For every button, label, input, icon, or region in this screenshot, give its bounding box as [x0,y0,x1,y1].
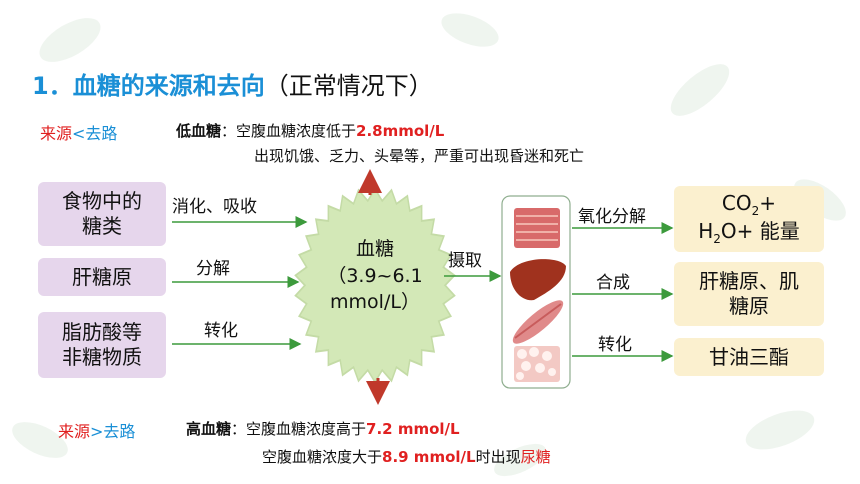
muscle-icon [512,300,564,344]
output-glycogen-line2: 糖原 [729,294,769,318]
center-unit: mmol/L） [330,291,420,314]
label-synthesize: 合成 [596,273,630,293]
low-sugar-value: 2.8mmol/L [356,122,445,140]
output-water-h: H [698,219,714,243]
legend-high-sink: 去路 [103,422,136,441]
legend-high-source: 来源 [58,422,91,441]
low-sugar-line1: 低血糖：空腹血糖浓度低于2.8mmol/L [176,120,444,141]
legend-source: 来源 [40,124,73,143]
label-oxidize: 氧化分解 [578,207,646,227]
label-uptake: 摄取 [448,251,482,271]
legend-high: 来源>去路 [58,418,135,442]
center-range: （3.9~6.1 [327,264,423,287]
source-food-line1: 食物中的 [62,189,142,213]
intestine-tissue-icon [514,208,560,248]
high-sugar-term: 高血糖 [186,420,232,438]
output-co2-sub: 2 [751,204,760,218]
output-co2: CO [721,191,752,215]
high-sugar-line1: 高血糖：空腹血糖浓度高于7.2 mmol/L [186,418,460,439]
high-sugar-prefix: ：空腹血糖浓度高于 [231,420,367,438]
adipose-tissue-icon [514,346,560,382]
legend-symbol: < [72,124,86,143]
output-triglyceride: 甘油三酯 [674,338,824,376]
blood-sugar-center: 血糖 （3.9~6.1 mmol/L） [290,236,460,316]
high-sugar-value: 7.2 mmol/L [366,420,460,438]
page-title: 1．血糖的来源和去向（正常情况下） [32,66,433,101]
label-digest-absorb: 消化、吸收 [172,197,257,217]
low-sugar-prefix: ：空腹血糖浓度低于 [221,122,357,140]
output-water-sub: 2 [713,232,721,246]
high-sugar-line2-end: 尿糖 [520,448,551,466]
output-co2-water-energy: CO2+ H2O+ 能量 [674,186,824,252]
output-glycogen-line1: 肝糖原、肌 [699,269,799,293]
output-co2-plus: + [759,191,777,215]
source-fatty-acids: 脂肪酸等非糖物质 [38,312,166,378]
label-convert-in: 转化 [204,321,238,341]
output-glycogen: 肝糖原、肌糖原 [674,262,824,326]
high-sugar-line2-prefix: 空腹血糖浓度大于 [262,448,383,466]
output-water-rest: O+ 能量 [720,219,800,243]
legend-low: 来源<去路 [40,120,117,144]
liver-icon [510,259,566,301]
source-liver-glycogen: 肝糖原 [38,258,166,296]
source-food-sugar: 食物中的糖类 [38,182,166,246]
low-sugar-term: 低血糖 [176,122,222,140]
low-sugar-line2: 出现饥饿、乏力、头晕等，严重可出现昏迷和死亡 [254,147,585,165]
source-food-line2: 糖类 [82,214,122,238]
legend-high-symbol: > [90,422,104,441]
high-sugar-line2-value: 8.9 mmol/L [382,448,476,466]
title-paren: （正常情况下） [264,72,433,100]
center-name: 血糖 [355,238,394,260]
title-main: 1．血糖的来源和去向 [32,72,265,100]
output-triglyceride-label: 甘油三酯 [709,344,789,369]
high-sugar-line2: 空腹血糖浓度大于8.9 mmol/L时出现尿糖 [262,446,551,467]
label-breakdown: 分解 [196,259,230,279]
source-fatty-line2: 非糖物质 [62,345,142,369]
high-sugar-line2-mid: 时出现 [475,448,521,466]
source-fatty-line1: 脂肪酸等 [62,320,142,344]
legend-sink: 去路 [85,124,118,143]
source-liver-label: 肝糖原 [72,264,132,289]
label-convert-out: 转化 [598,335,632,355]
